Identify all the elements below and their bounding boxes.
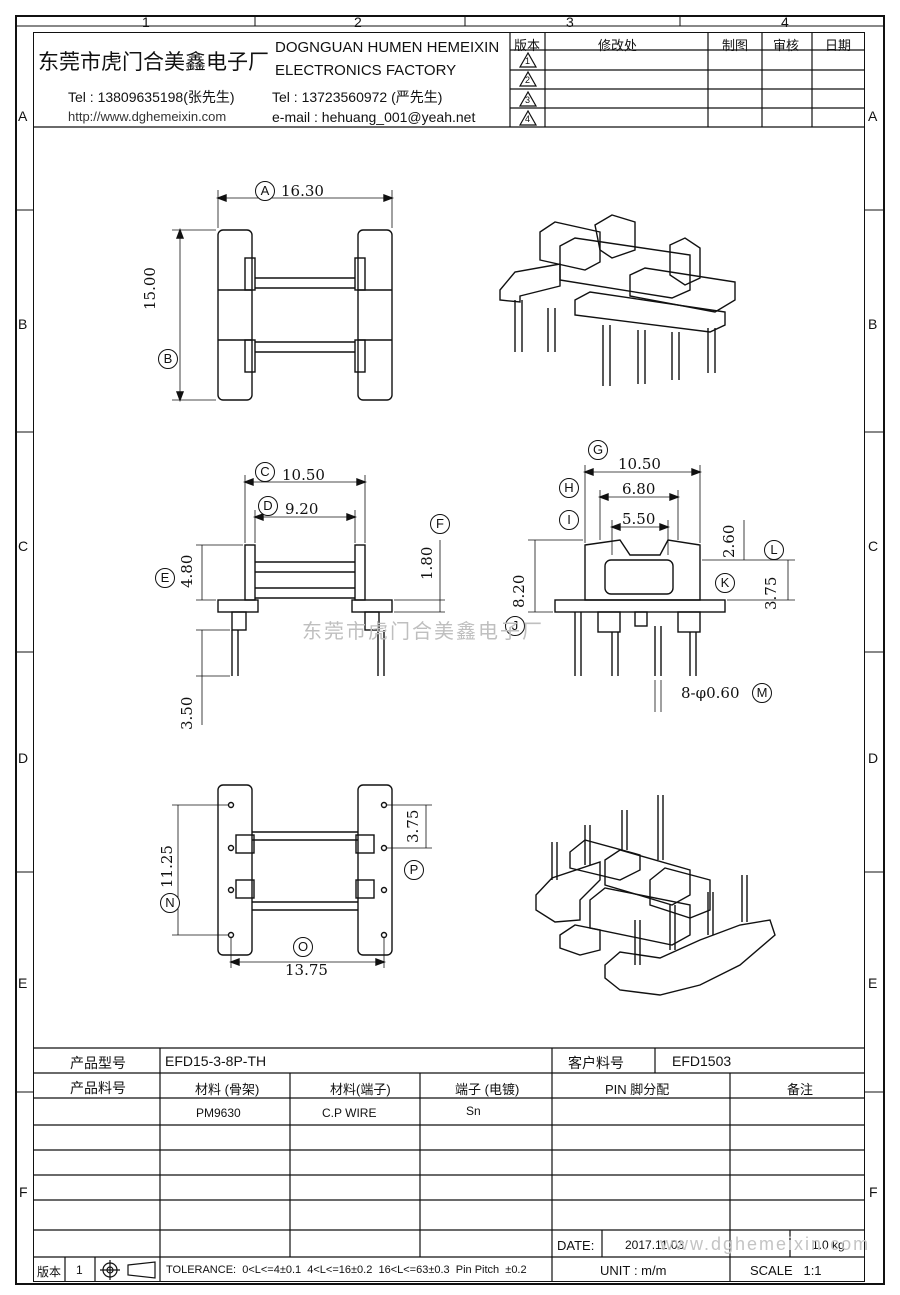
dim-d-value: 9.20 xyxy=(285,500,319,518)
date-label: DATE: xyxy=(557,1238,595,1253)
material-bobbin-value: PM9630 xyxy=(196,1106,241,1120)
ruler-row-f-left: F xyxy=(19,1184,28,1200)
dim-a-marker: A xyxy=(255,181,275,201)
dim-m-value: 8-φ0.60 xyxy=(681,684,740,702)
part-label: 产品料号 xyxy=(70,1080,126,1096)
dim-o-marker: O xyxy=(293,937,313,957)
plating-label: 端子 (电镀) xyxy=(455,1082,520,1097)
watermark-bottom: www.dghemeixin.com xyxy=(660,1234,871,1254)
watermark-center: 东莞市虎门合美鑫电子厂 xyxy=(302,621,544,643)
dim-e-marker: E xyxy=(155,568,175,588)
ruler-col-2: 2 xyxy=(354,14,362,30)
top-view xyxy=(172,190,394,402)
company-tel-1: Tel : 13809635198(张先生) xyxy=(68,89,235,105)
company-website[interactable]: http://www.dghemeixin.com xyxy=(68,109,227,124)
iso-view-1 xyxy=(499,214,736,386)
ruler-row-f-right: F xyxy=(869,1184,878,1200)
company-name-en-2: ELECTRONICS FACTORY xyxy=(275,62,457,79)
ruler-row-d-right: D xyxy=(868,750,879,766)
dim-o-value: 13.75 xyxy=(285,961,328,979)
rev-header-version: 版本 xyxy=(514,38,541,53)
dim-a-value: 16.30 xyxy=(281,182,324,200)
dim-i-marker: I xyxy=(559,510,579,530)
dim-c-value: 10.50 xyxy=(282,466,325,484)
ruler-row-a-right: A xyxy=(868,108,878,124)
rev-row-2: 2 xyxy=(525,75,531,85)
rev-header-date: 日期 xyxy=(825,38,852,53)
model-value: EFD15-3-8P-TH xyxy=(165,1053,267,1069)
header-lines xyxy=(33,32,865,128)
rev-triangles xyxy=(518,51,538,126)
company-email[interactable]: e-mail : hehuang_001@yeah.net xyxy=(272,109,476,125)
ruler-row-e-right: E xyxy=(868,975,878,991)
ruler-row-b-left: B xyxy=(18,316,28,332)
rev-row-1: 1 xyxy=(525,56,531,66)
dim-d-marker: D xyxy=(258,496,278,516)
company-name-cn: 东莞市虎门合美鑫电子厂 xyxy=(38,51,269,74)
ruler-col-4: 4 xyxy=(781,14,789,30)
model-label: 产品型号 xyxy=(70,1055,126,1071)
dim-f-marker: F xyxy=(430,514,450,534)
dim-m-marker: M xyxy=(752,683,772,703)
ruler-row-b-right: B xyxy=(868,316,878,332)
date-value: 2017.11.03 xyxy=(625,1238,685,1252)
company-name-en-1: DOGNGUAN HUMEN HEMEIXIN xyxy=(275,39,500,56)
inner-frame xyxy=(33,32,865,1282)
side-view xyxy=(528,465,795,712)
dim-n-marker: N xyxy=(160,893,180,913)
pin-assign-label: PIN 脚分配 xyxy=(605,1082,670,1097)
revision-value: 1 xyxy=(76,1263,83,1277)
dim-g-marker: G xyxy=(588,440,608,460)
dim-g-value: 10.50 xyxy=(618,455,661,473)
dim-b-marker: B xyxy=(158,349,178,369)
rev-header-checked: 审核 xyxy=(773,38,800,53)
ruler-row-c-left: C xyxy=(18,538,29,554)
projection-symbol xyxy=(97,1260,157,1280)
material-bobbin-label: 材料 (骨架) xyxy=(195,1082,260,1097)
ruler-row-d-left: D xyxy=(18,750,29,766)
outer-frame xyxy=(15,15,885,1285)
material-pin-value: C.P WIRE xyxy=(322,1106,377,1120)
dim-p-marker: P xyxy=(404,860,424,880)
iso-view-2 xyxy=(535,795,776,996)
plating-value: Sn xyxy=(466,1104,481,1118)
material-pin-label: 材料(端子) xyxy=(330,1082,391,1097)
remark-label: 备注 xyxy=(787,1082,814,1097)
ruler-row-e-left: E xyxy=(18,975,28,991)
ruler-row-c-right: C xyxy=(868,538,879,554)
dim-l-marker: L xyxy=(764,540,784,560)
dim-c-marker: C xyxy=(255,462,275,482)
rev-row-3: 3 xyxy=(525,95,531,105)
bottom-view xyxy=(172,784,432,968)
scale-text: SCALE 1:1 xyxy=(750,1263,822,1278)
dim-j-marker: J xyxy=(505,616,525,636)
dim-i-value: 5.50 xyxy=(622,510,656,528)
revision-label: 版本 xyxy=(37,1265,62,1279)
rev-row-4: 4 xyxy=(525,114,531,124)
customer-value: EFD1503 xyxy=(672,1053,732,1069)
weight-value: 1.0 kg xyxy=(812,1238,845,1252)
dim-h-value: 6.80 xyxy=(622,480,656,498)
company-tel-2: Tel : 13723560972 (严先生) xyxy=(272,89,443,105)
dim-k-marker: K xyxy=(715,573,735,593)
ruler-col-1: 1 xyxy=(142,14,150,30)
rev-header-drawn: 制图 xyxy=(722,38,749,53)
customer-label: 客户料号 xyxy=(568,1055,624,1071)
drawing-views xyxy=(172,190,795,996)
ruler-col-3: 3 xyxy=(566,14,574,30)
ruler-row-a-left: A xyxy=(18,108,28,124)
rev-header-change: 修改处 xyxy=(598,38,638,53)
front-view xyxy=(196,475,445,725)
tolerance-text: TOLERANCE: 0<L<=4±0.1 4<L<=16±0.2 16<L<=… xyxy=(166,1264,527,1276)
dim-h-marker: H xyxy=(559,478,579,498)
unit-text: UNIT : m/m xyxy=(600,1263,667,1278)
